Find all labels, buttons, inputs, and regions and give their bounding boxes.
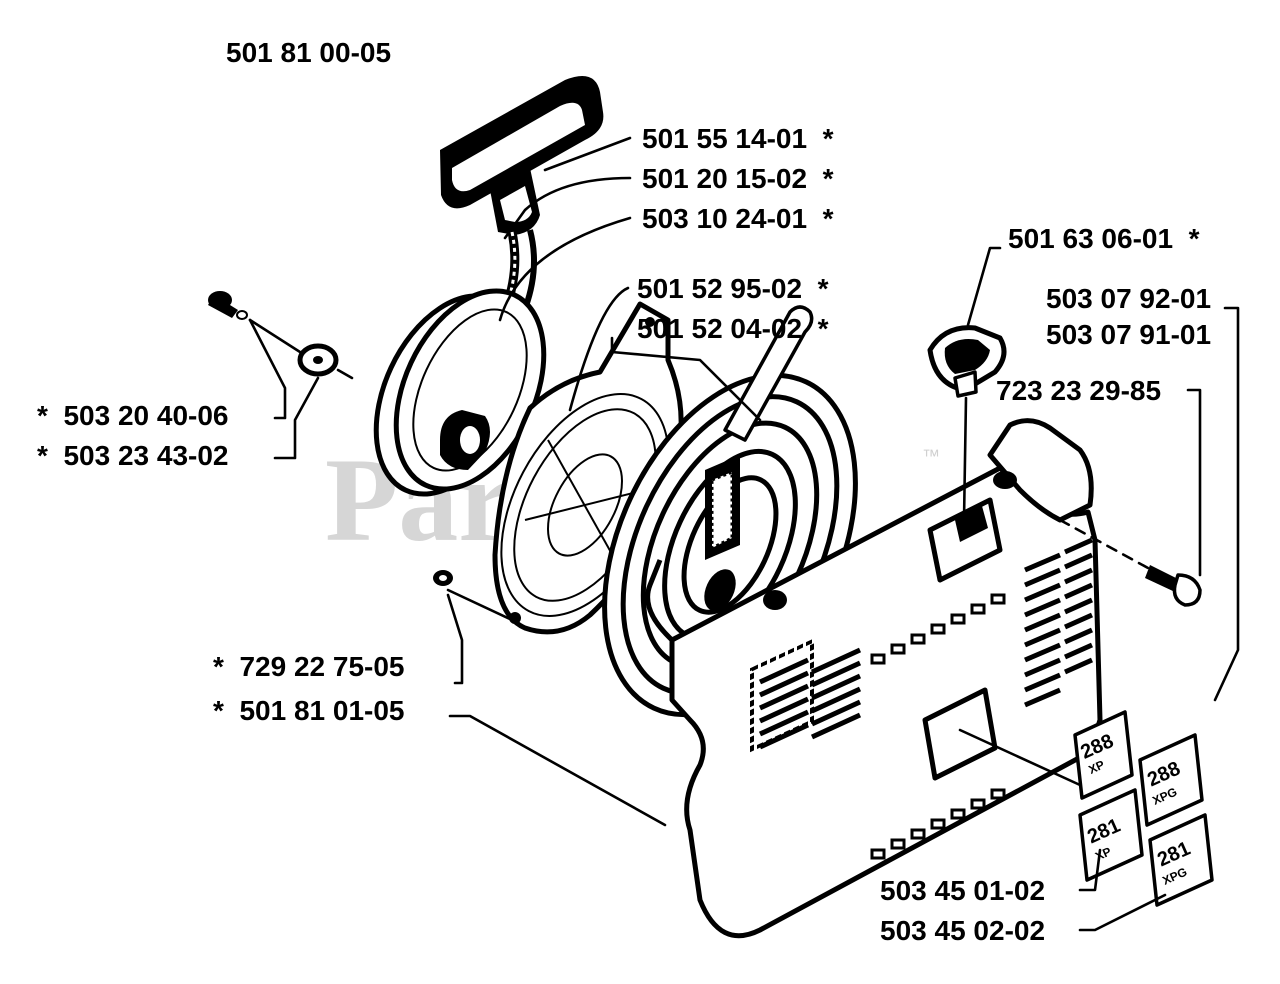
leader-lines [248,136,1240,932]
callout-starter-housing: * 501 81 01-05 [213,695,405,726]
callout-handle-insert: 501 20 15-02 * [642,163,834,194]
callout-cord-guide: 501 63 06-01 * [1008,223,1200,254]
starter-housing-part[interactable] [645,418,1103,939]
nut-part[interactable] [433,570,453,586]
callout-labels: 501 55 14-01 * 501 20 15-02 * 503 10 24-… [37,123,1211,946]
starter-handle-part[interactable] [440,76,604,235]
callout-decal-d: 503 45 02-02 [880,915,1045,946]
callout-nut: * 729 22 75-05 [213,651,405,682]
callout-decal-b: 503 07 91-01 [1046,319,1211,350]
cord-guide-part[interactable] [927,325,1007,398]
washer-part[interactable] [297,343,339,377]
housing-screw-part[interactable] [1145,565,1202,607]
decal-288-xp: 288 XP [1073,710,1134,800]
decal-288-xp-suffix: XP [1086,758,1106,777]
callout-pulley-screw: * 503 20 40-06 [37,400,229,431]
callout-recoil-spring: 501 52 95-02 * [637,273,829,304]
housing-vents-left [750,638,814,753]
callout-spring-cassette: 501 52 04-02 * [637,313,829,344]
callout-handle: 501 55 14-01 * [642,123,834,154]
pulley-screw-part[interactable] [208,291,248,320]
watermark-trademark: ™ [922,446,940,466]
callout-washer: * 503 23 43-02 [37,440,229,471]
assembly-number: 501 81 00-05 [226,37,391,68]
decal-288-xpg: 288 XPG [1138,733,1204,827]
callout-decal-a: 503 07 92-01 [1046,283,1211,314]
callout-decal-c: 503 45 01-02 [880,875,1045,906]
callout-housing-screw: 723 23 29-85 [996,375,1161,406]
decal-281-xp: 281 XP [1078,788,1144,882]
callout-starter-cord: 503 10 24-01 * [642,203,834,234]
decal-281-xpg: 281 XPG [1148,813,1214,907]
